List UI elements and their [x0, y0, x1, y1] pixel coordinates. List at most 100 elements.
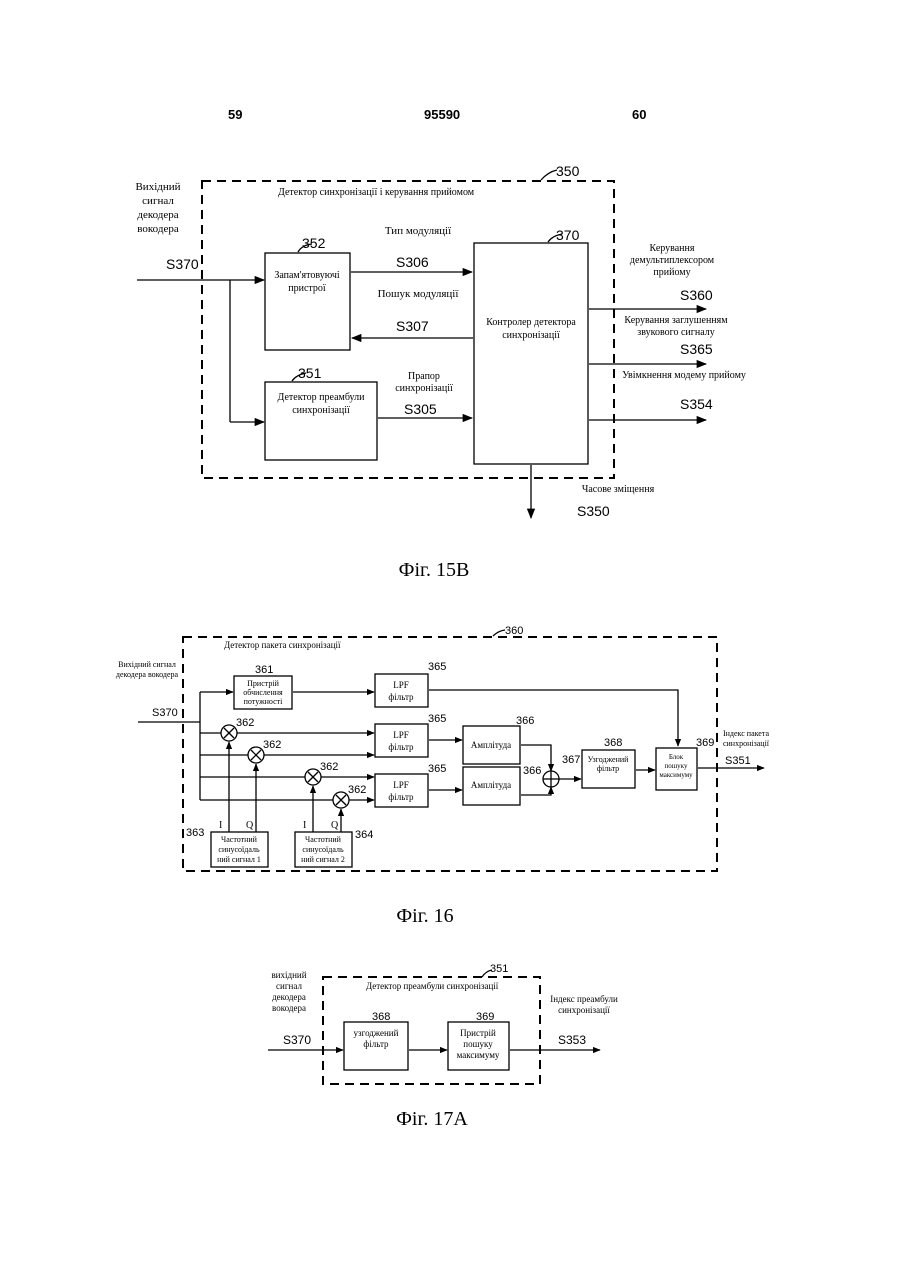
sin2-label-2: синусоїдаль [302, 845, 344, 854]
document-number: 95590 [424, 107, 460, 122]
memory-block-label-2: пристрої [288, 283, 326, 294]
sin2-label-1: Частотний [305, 835, 342, 844]
signal-s353: S353 [558, 1033, 586, 1047]
signal-s305: S305 [404, 401, 437, 417]
matched-block-label-1: Узгоджений [588, 755, 630, 764]
lpf-2: LPF фільтр 365 [375, 713, 446, 757]
power-block-label-2: обчислення [243, 688, 283, 697]
sin1-label-2: синусоїдаль [218, 845, 260, 854]
input-label-line2: сигнал [276, 981, 302, 991]
memory-block [265, 253, 350, 350]
preamble-block-label: Детектор преамбули [278, 392, 366, 403]
sync-controller-block [474, 243, 588, 464]
svg-text:фільтр: фільтр [388, 742, 414, 752]
controller-block-label-2: синхронізації [502, 330, 560, 341]
power-block-label-1: Пристрій [247, 679, 279, 688]
container-ref-leader [541, 170, 557, 180]
input-label-line2: сигнал [142, 195, 174, 207]
out2-label-line1: Керування заглушенням [624, 315, 728, 326]
container-label: Детектор пакета синхронізації [224, 640, 341, 650]
page-number-right: 60 [632, 107, 646, 122]
mixer-4-ref: 362 [348, 784, 366, 796]
signal-s350: S350 [577, 503, 610, 519]
input-signal-s370: S370 [283, 1033, 311, 1047]
page-number-left: 59 [228, 107, 242, 122]
signal-s354: S354 [680, 396, 713, 412]
sin2-q-label: Q [331, 820, 339, 831]
container-ref: 351 [490, 963, 508, 975]
out1-label-line3: прийому [653, 267, 690, 278]
mixer-1-ref: 362 [236, 717, 254, 729]
svg-text:LPF: LPF [393, 780, 409, 790]
time-offset-label: Часове зміщення [582, 484, 655, 495]
matched-block-label-1: узгоджений [354, 1028, 399, 1038]
figure-15b: Детектор синхронізації і керування прийо… [135, 163, 745, 581]
sin2-i-label: I [303, 820, 306, 831]
svg-text:LPF: LPF [393, 730, 409, 740]
power-block-label-3: потужності [244, 697, 284, 706]
input-label-line2: декодера вокодера [116, 670, 179, 679]
container-label: Детектор преамбули синхронізації [366, 981, 499, 991]
max-block-label-1: Пристрій [460, 1028, 496, 1038]
svg-text:LPF: LPF [393, 680, 409, 690]
lpf-1: LPF фільтр 365 [375, 661, 446, 707]
lpf-3: LPF фільтр 365 [375, 763, 446, 807]
input-label-line1: Вихідний сигнал [118, 660, 176, 669]
figure-15b-caption: Фіг. 15В [399, 559, 470, 581]
input-signal-s370: S370 [152, 707, 178, 719]
container-ref: 350 [556, 163, 580, 179]
input-label-line4: вокодера [272, 1003, 306, 1013]
amplitude-1: Амплітуда 366 [463, 715, 534, 764]
figure-17a: Детектор преамбули синхронізації 351 вих… [268, 963, 618, 1130]
sin2-ref: 364 [355, 829, 373, 841]
out1-label-line1: Керування [650, 243, 695, 254]
sin1-i-label: I [219, 820, 222, 831]
max-block-ref: 369 [696, 737, 714, 749]
container-ref-leader [493, 630, 505, 636]
mixer-4 [333, 792, 349, 808]
controller-block-ref: 370 [556, 227, 580, 243]
output-label-line1: Індекс преамбули [550, 994, 618, 1004]
input-label-line1: Вихідний [135, 181, 180, 193]
figure-17a-caption: Фіг. 17А [396, 1108, 468, 1130]
matched-block-ref: 368 [604, 737, 622, 749]
max-block-ref: 369 [476, 1011, 494, 1023]
signal-s307: S307 [396, 318, 429, 334]
memory-block-ref: 352 [302, 235, 326, 251]
container-label: Детектор синхронізації і керування прийо… [278, 187, 475, 198]
adder-ref: 367 [562, 754, 580, 766]
svg-text:фільтр: фільтр [388, 692, 414, 702]
svg-text:366: 366 [523, 765, 541, 777]
matched-block-ref: 368 [372, 1011, 390, 1023]
max-block-label-1: Блок [669, 753, 684, 761]
svg-text:Амплітуда: Амплітуда [471, 780, 511, 790]
out2-label-line2: звукового сигналу [637, 327, 714, 338]
controller-block-label: Контролер детектора [486, 317, 576, 328]
input-signal-s370: S370 [166, 256, 199, 272]
figure-16: Детектор пакета синхронізації 360 Вихідн… [116, 625, 770, 927]
mixer-2 [248, 747, 264, 763]
sin1-label-1: Частотний [221, 835, 258, 844]
svg-text:365: 365 [428, 713, 446, 725]
preamble-block-label-2: синхронізації [292, 405, 350, 416]
output-label-line1: Індекс пакета [723, 729, 769, 738]
svg-text:365: 365 [428, 763, 446, 775]
matched-block-label-2: фільтр [597, 764, 619, 773]
sin2-label-3: ний сигнал 2 [301, 855, 345, 864]
svg-text:фільтр: фільтр [388, 792, 414, 802]
svg-text:366: 366 [516, 715, 534, 727]
modulation-search-label: Пошук модуляції [378, 288, 460, 300]
mixer-3-ref: 362 [320, 761, 338, 773]
out1-label-line2: демультиплексором [630, 255, 715, 266]
out3-label: Увімкнення модему прийому [622, 370, 746, 381]
mixer-3 [305, 769, 321, 785]
signal-s306: S306 [396, 254, 429, 270]
input-label-line3: декодера [272, 992, 306, 1002]
adder [543, 771, 559, 787]
figure-16-caption: Фіг. 16 [396, 905, 453, 927]
input-label-line3: декодера [137, 209, 178, 221]
sync-flag-label-line1: Прапор [408, 371, 440, 382]
matched-block-label-2: фільтр [363, 1039, 389, 1049]
max-block-label-2: пошуку [665, 762, 688, 770]
